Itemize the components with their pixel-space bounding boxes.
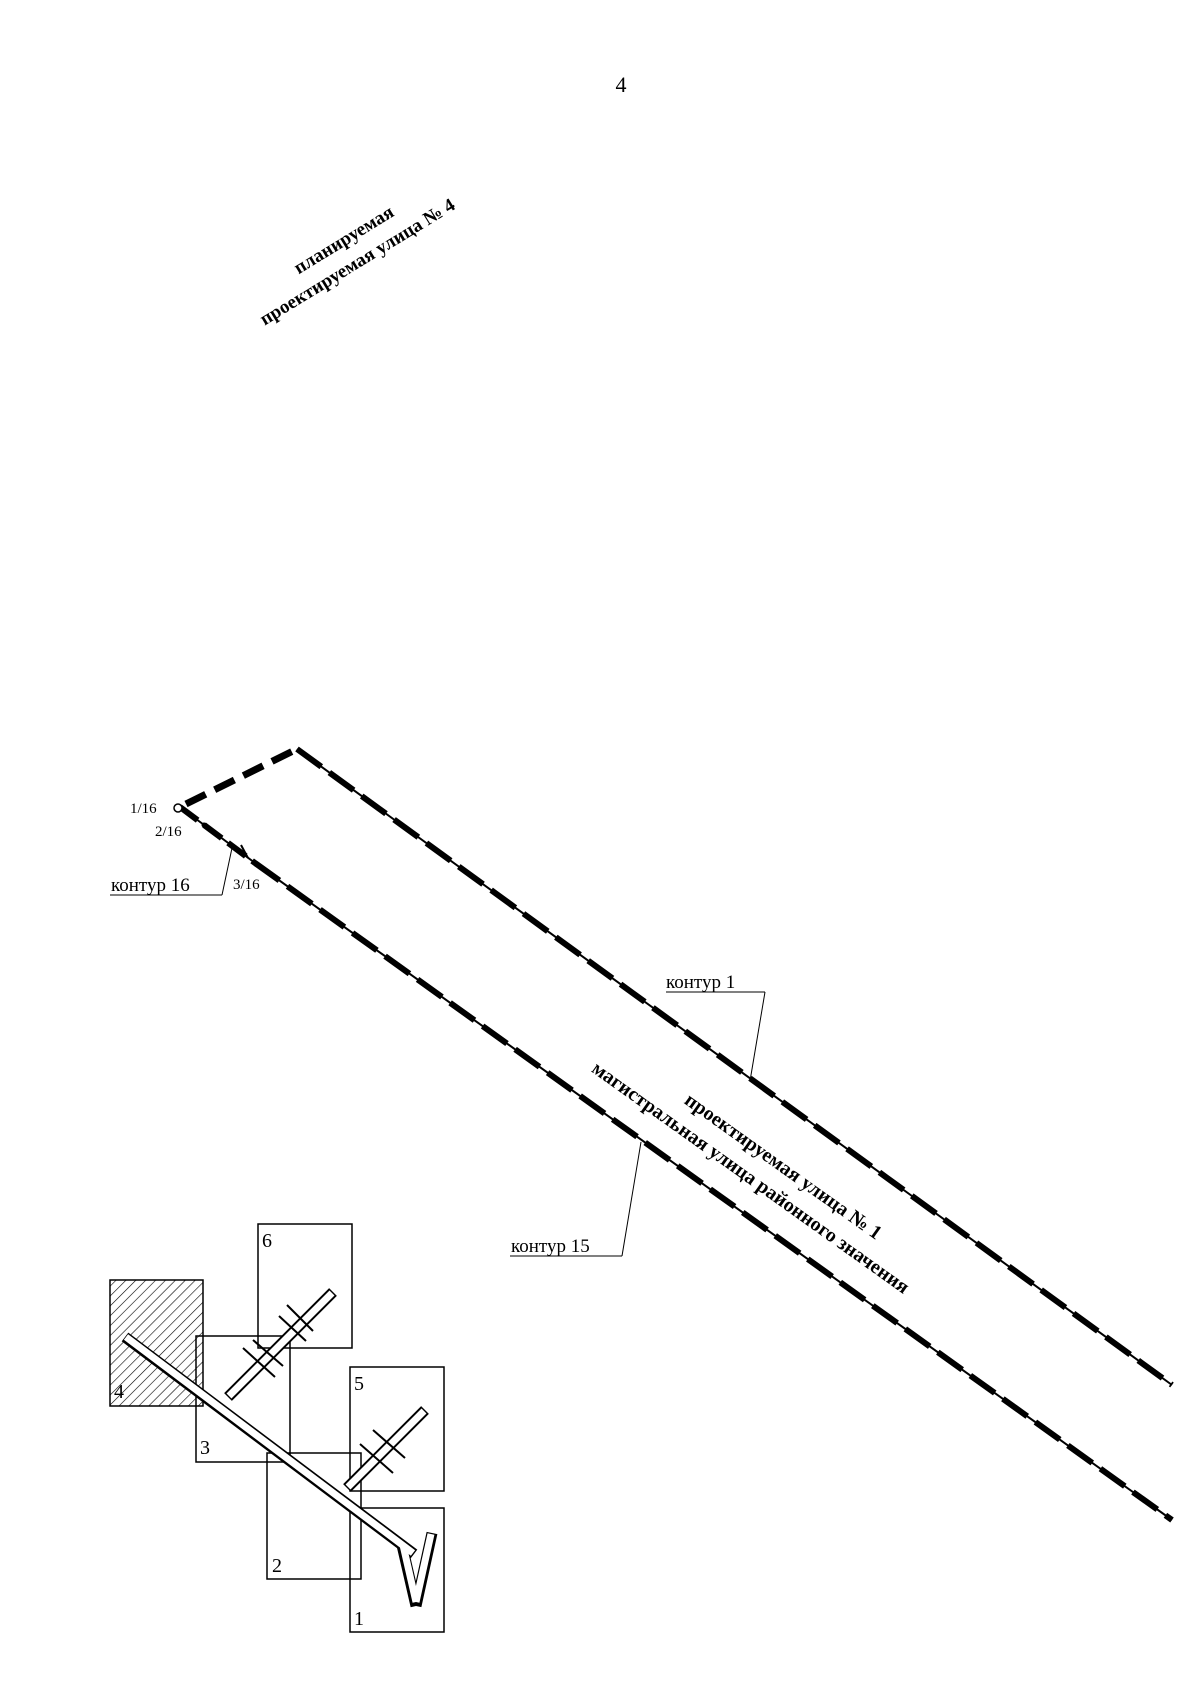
sheet-3-number: 3 (200, 1437, 210, 1459)
contour-16-boundary (178, 804, 257, 866)
sheet-3-frame (195, 1335, 291, 1463)
sheet-2-number: 2 (272, 1555, 282, 1577)
point-1-16-label: 1/16 (130, 801, 157, 817)
sheet-4-number: 4 (114, 1381, 124, 1403)
point-3-16-marker (252, 860, 258, 866)
street4-label-line2: проектируемая улица № 4 (256, 194, 459, 330)
street1-label-line2: магистральная улица районного значения (588, 1057, 914, 1298)
point-3-16-label: 3/16 (233, 877, 260, 893)
point-1-16-marker (173, 803, 183, 813)
contour-16-label: контур 16 (111, 875, 190, 896)
sheet-5-number: 5 (354, 1373, 364, 1395)
sheet-1-number: 1 (354, 1608, 364, 1630)
sheet-6-number: 6 (262, 1230, 272, 1252)
contour-1-label: контур 1 (666, 972, 735, 993)
sheet-5-frame (349, 1366, 445, 1492)
key-map: 6 4 5 3 2 1 (109, 1223, 445, 1633)
sheet-6-frame (257, 1223, 353, 1349)
sheet-1-frame (349, 1507, 445, 1633)
point-2-16-label: 2/16 (155, 824, 182, 840)
road-schematic (121, 1288, 438, 1608)
page-number: 4 (616, 72, 627, 97)
contour-15-label: контур 15 (511, 1236, 590, 1257)
contour-15-boundary (253, 860, 1174, 1523)
contour-1-boundary (295, 746, 1174, 1388)
closing-dashed-line (184, 745, 299, 808)
point-2-16-marker (201, 822, 207, 828)
street1-label-line1: проектируемая улица № 1 (680, 1089, 885, 1244)
